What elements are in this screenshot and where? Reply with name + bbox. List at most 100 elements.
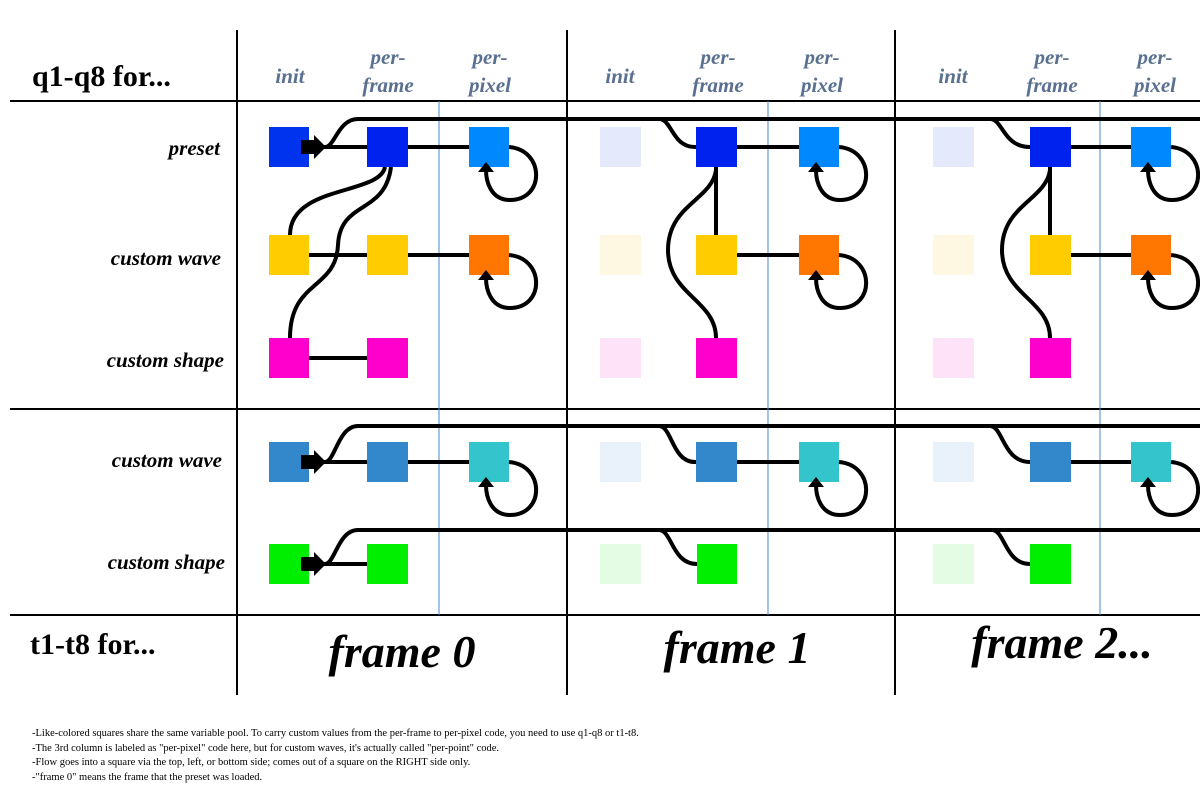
t-header: t1-t8 for... xyxy=(30,628,156,661)
col-perpixel-label-1: per- xyxy=(803,45,840,69)
row-label-custom-shape-q: custom shape xyxy=(107,348,224,372)
arrow-loop-twave-f2 xyxy=(1140,477,1156,487)
arrow-tshape-init xyxy=(301,552,326,576)
preset-to-wave-f0 xyxy=(288,166,387,236)
wave-perframe-square xyxy=(1030,235,1071,275)
wave-perpixel-square xyxy=(469,235,509,275)
preset-to-shape-f2 xyxy=(999,169,1052,339)
preset-to-shape-f1 xyxy=(665,169,718,339)
wave-perpixel-square xyxy=(1131,235,1171,275)
col-perpixel-label-2: pixel xyxy=(799,73,843,97)
col-init-label: init xyxy=(938,64,968,88)
frame-label-1: frame 1 xyxy=(664,622,811,673)
col-perpixel-label-1: per- xyxy=(1136,45,1173,69)
shape-init-faded-square xyxy=(600,338,641,378)
wave-init-faded-square xyxy=(600,235,641,275)
wave-perframe-square xyxy=(367,235,408,275)
footnote-1: -Like-colored squares share the same var… xyxy=(32,728,639,739)
frame-label-0: frame 0 xyxy=(329,626,476,677)
wave-perpixel-square xyxy=(799,235,839,275)
loop-twave-f1 xyxy=(814,460,869,518)
twave-entry-f1 xyxy=(658,424,799,464)
arrow-twave-init xyxy=(301,450,326,474)
arrow-loop-wave-f0 xyxy=(478,270,494,280)
col-perframe-label-1: per- xyxy=(1033,45,1070,69)
row-label-preset: preset xyxy=(167,136,221,160)
col-perframe-label-2: frame xyxy=(362,73,413,97)
col-perframe-label-2: frame xyxy=(1026,73,1077,97)
loop-wave-f1 xyxy=(814,253,869,311)
twave-perpixel-square xyxy=(799,442,839,482)
wave-init-square xyxy=(269,235,309,275)
twave-perframe-square xyxy=(367,442,408,482)
loop-wave-f2 xyxy=(1146,253,1200,311)
preset-carry-over xyxy=(324,117,1200,149)
tshape-perframe-square xyxy=(697,544,737,584)
preset-perframe-square xyxy=(367,127,408,167)
loop-twave-f2 xyxy=(1146,460,1200,518)
tshape-entry-f2 xyxy=(991,528,1031,566)
twave-perframe-square xyxy=(696,442,737,482)
column-labels-frame0: init per- frame per- pixel xyxy=(275,45,511,97)
q-header: q1-q8 for... xyxy=(32,60,171,93)
row-labels: preset custom wave custom shape custom w… xyxy=(107,136,225,574)
row-label-custom-wave-q: custom wave xyxy=(111,246,221,270)
tshape-carry-over xyxy=(324,528,1200,566)
arrow-loop-preset-f1 xyxy=(808,162,824,172)
preset-perframe-square xyxy=(1030,127,1071,167)
wave-init-faded-square xyxy=(933,235,974,275)
preset-entry-f1 xyxy=(658,117,799,149)
arrow-preset-init xyxy=(301,135,326,159)
wave-perframe-square xyxy=(696,235,737,275)
twave-carry-over xyxy=(324,424,1200,464)
loop-twave-f0 xyxy=(484,460,539,518)
tshape-entry-f1 xyxy=(658,528,698,566)
shape-init-square xyxy=(269,338,309,378)
preset-entry-f2 xyxy=(989,117,1131,149)
shape-perframe-square xyxy=(696,338,737,378)
loop-preset-f2 xyxy=(1146,145,1200,203)
footnote-2: -The 3rd column is labeled as "per-pixel… xyxy=(32,742,500,754)
arrow-loop-twave-f1 xyxy=(808,477,824,487)
footnotes: -Like-colored squares share the same var… xyxy=(32,727,1182,785)
column-labels-frame1: init per- frame per- pixel xyxy=(605,45,843,97)
arrow-loop-wave-f2 xyxy=(1140,270,1156,280)
preset-perpixel-square xyxy=(799,127,839,167)
footnote-4: -"frame 0" means the frame that the pres… xyxy=(32,771,263,783)
shape-perframe-square xyxy=(1030,338,1071,378)
twave-perpixel-square xyxy=(1131,442,1171,482)
col-init-label: init xyxy=(605,64,635,88)
loop-preset-f1 xyxy=(814,145,869,203)
self-loops xyxy=(484,145,1200,518)
arrow-loop-wave-f1 xyxy=(808,270,824,280)
tshape-init-faded-square xyxy=(600,544,641,584)
col-perframe-label-1: per- xyxy=(369,45,406,69)
twave-perframe-square xyxy=(1030,442,1071,482)
frame-labels: frame 0 frame 1 frame 2... xyxy=(329,617,1153,677)
col-perpixel-label-2: pixel xyxy=(1132,73,1176,97)
shape-perframe-square xyxy=(367,338,408,378)
preset-to-shape-f0 xyxy=(288,166,393,339)
footnote-3: -Flow goes into a square via the top, le… xyxy=(32,757,471,768)
tshape-perframe-square xyxy=(1030,544,1071,584)
preset-perframe-square xyxy=(696,127,737,167)
squares xyxy=(269,127,1171,584)
frame-label-2: frame 2... xyxy=(971,617,1152,668)
row-label-custom-wave-t: custom wave xyxy=(112,448,222,472)
row-label-custom-shape-t: custom shape xyxy=(108,550,225,574)
arrowheads xyxy=(301,135,1156,576)
column-labels-frame2: init per- frame per- pixel xyxy=(938,45,1176,97)
preset-init-faded-square xyxy=(933,127,974,167)
preset-perpixel-square xyxy=(1131,127,1171,167)
arrow-loop-preset-f0 xyxy=(478,162,494,172)
preset-init-faded-square xyxy=(600,127,641,167)
shape-init-faded-square xyxy=(933,338,974,378)
loop-preset-f0 xyxy=(484,145,539,203)
col-perpixel-label-1: per- xyxy=(471,45,508,69)
twave-entry-f2 xyxy=(989,424,1131,464)
tshape-perframe-square xyxy=(367,544,408,584)
twave-perpixel-square xyxy=(469,442,509,482)
preset-perpixel-square xyxy=(469,127,509,167)
col-perpixel-label-2: pixel xyxy=(467,73,511,97)
